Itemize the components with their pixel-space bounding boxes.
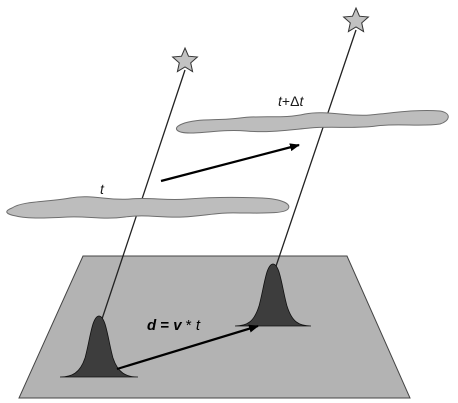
cloud-t-dt-plus: + [282,93,290,109]
eq-equals: = [156,317,173,334]
eq-mult: * [182,317,196,334]
right-sightline [272,30,356,278]
cloud-motion-arrow [161,145,299,181]
cloud-t-dt-var: t [299,93,304,109]
star-right-icon [344,8,369,32]
cloud-t-plus-dt [176,110,448,133]
cloud-t-label: t [100,181,105,197]
displacement-equation: d = v * t [147,317,201,334]
cloud-t-plus-dt-label: t+Δt [278,93,304,109]
star-left-icon [173,48,198,72]
cloud-t-dt-delta: Δ [290,93,299,109]
cloud-t [7,197,289,218]
